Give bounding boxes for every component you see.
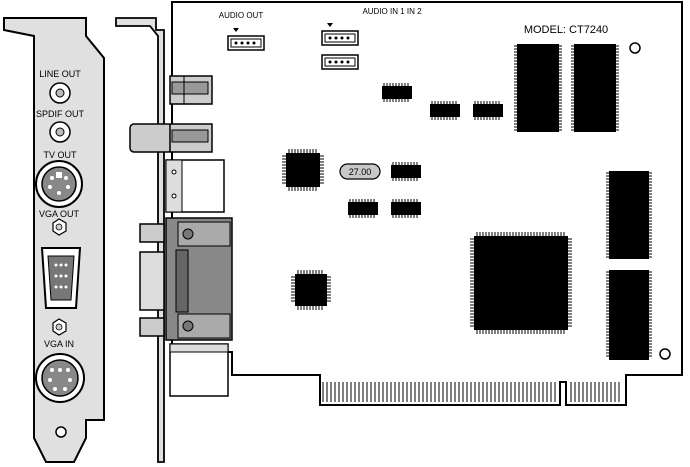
qfp-chip bbox=[291, 270, 331, 310]
line-out-jack bbox=[49, 82, 71, 104]
audio-in-2-header bbox=[321, 54, 359, 70]
label-audio-in: AUDIO IN 1 IN 2 bbox=[362, 7, 422, 16]
memory-chip bbox=[571, 44, 619, 132]
vga-in-connector bbox=[35, 353, 85, 403]
memory-chip bbox=[606, 270, 652, 360]
vga-connector-side bbox=[139, 217, 233, 341]
small-chip bbox=[473, 101, 503, 120]
label-line-out: LINE OUT bbox=[39, 69, 81, 79]
vga-in-screw bbox=[52, 318, 67, 336]
main-processor-chip bbox=[470, 232, 572, 334]
audio-in-1-header bbox=[321, 23, 359, 46]
label-vga-in: VGA IN bbox=[44, 339, 74, 349]
label-vga-out: VGA OUT bbox=[39, 209, 80, 219]
qfp-chip bbox=[282, 149, 324, 191]
vga-out-screw bbox=[52, 218, 67, 236]
label-model: MODEL: CT7240 bbox=[524, 24, 608, 36]
mounting-hole bbox=[659, 348, 671, 360]
s-video-connector bbox=[165, 159, 225, 213]
audio-jack-lower bbox=[129, 123, 213, 153]
mounting-hole bbox=[629, 42, 641, 54]
spdif-out-jack bbox=[49, 121, 71, 143]
audio-out-header bbox=[227, 28, 265, 51]
small-chip bbox=[430, 101, 460, 120]
tv-out-connector bbox=[35, 160, 83, 208]
label-spdif-out: SPDIF OUT bbox=[36, 109, 85, 119]
small-chip bbox=[348, 199, 378, 218]
label-audio-out: AUDIO OUT bbox=[219, 11, 264, 20]
small-chip bbox=[391, 162, 421, 181]
memory-chip bbox=[606, 171, 652, 259]
vga-out-connector bbox=[40, 247, 82, 309]
small-chip bbox=[382, 83, 412, 102]
crystal-label: 27.00 bbox=[349, 167, 372, 177]
label-tv-out: TV OUT bbox=[44, 150, 78, 160]
memory-chip bbox=[514, 44, 562, 132]
crystal-oscillator: 27.00 bbox=[339, 163, 381, 180]
small-chip bbox=[391, 199, 421, 218]
side-bracket bbox=[115, 17, 165, 463]
audio-jack-upper bbox=[169, 75, 213, 105]
mounting-bracket bbox=[3, 17, 105, 463]
vga-in-box bbox=[169, 343, 229, 397]
edge-connector bbox=[322, 382, 620, 402]
